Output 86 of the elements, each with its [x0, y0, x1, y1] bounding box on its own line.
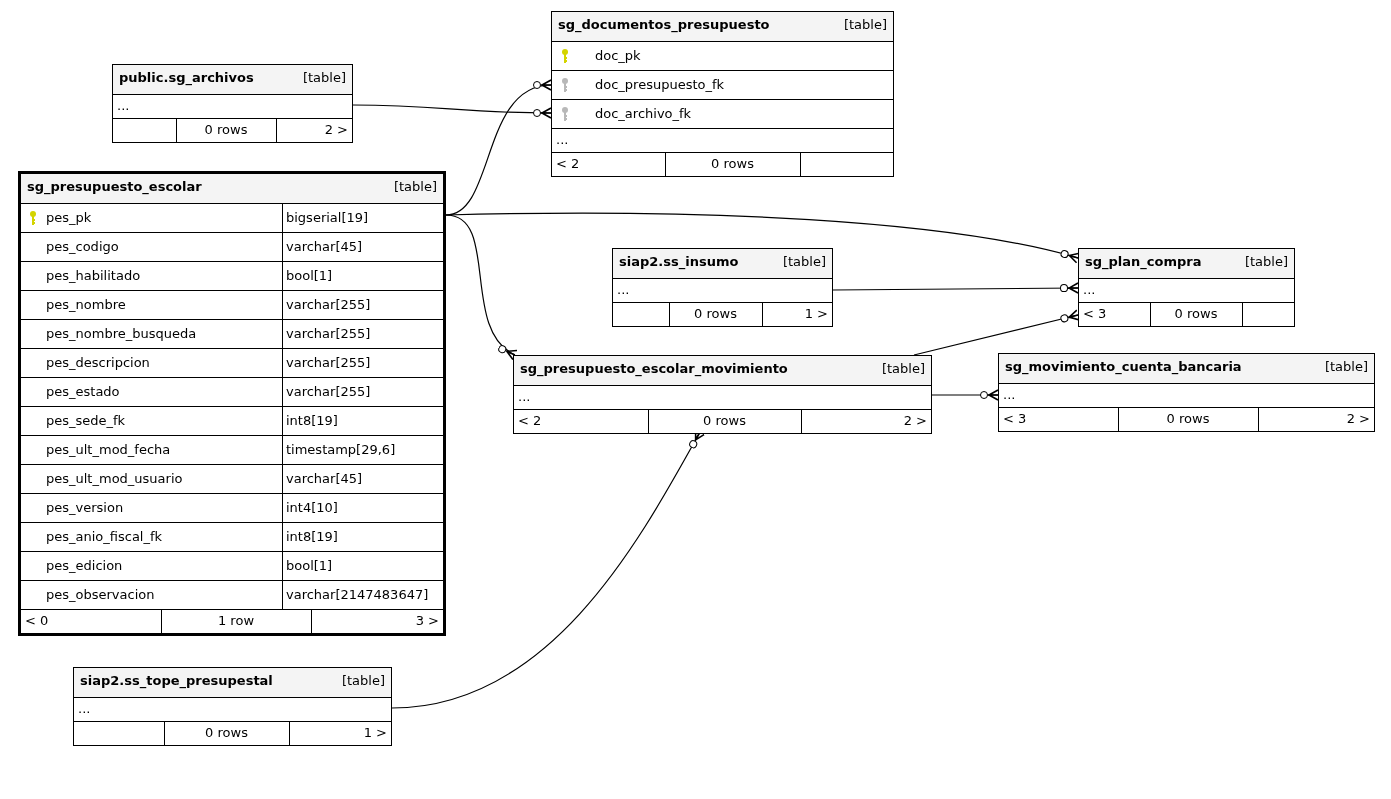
table-name: siap2.ss_tope_presupestal	[80, 672, 273, 689]
column-type: bool[1]	[286, 557, 333, 574]
table-box	[998, 353, 1375, 432]
relationship-line	[445, 214, 519, 360]
table-type-label: [table]	[341, 672, 385, 689]
more-columns-ellipsis: ...	[78, 701, 91, 717]
more-columns-ellipsis: ...	[617, 282, 630, 298]
column-name: pes_nombre_busqueda	[46, 325, 197, 342]
table-type-label: [table]	[302, 69, 346, 86]
row-count: 0 rows	[203, 122, 249, 138]
parent-count: < 3	[1003, 411, 1027, 427]
column-type: varchar[255]	[286, 354, 371, 371]
column-type: varchar[45]	[286, 470, 363, 487]
child-count: 1 >	[363, 725, 387, 741]
column-name: pes_estado	[46, 383, 120, 400]
column-name: pes_codigo	[46, 238, 119, 255]
column-type: int4[10]	[286, 499, 338, 516]
table-name: sg_documentos_presupuesto	[558, 16, 770, 33]
column-name: doc_archivo_fk	[595, 105, 692, 122]
table-name: sg_presupuesto_escolar	[27, 178, 202, 195]
row-count: 0 rows	[693, 306, 738, 322]
table-box	[551, 11, 894, 177]
column-type: timestamp[29,6]	[286, 441, 396, 458]
column-name: doc_presupuesto_fk	[595, 76, 725, 93]
more-columns-ellipsis: ...	[556, 132, 569, 148]
column-name: doc_pk	[595, 47, 641, 64]
table-name: public.sg_archivos	[119, 69, 254, 86]
row-count: 0 rows	[1165, 411, 1211, 427]
column-name: pes_edicion	[46, 557, 123, 574]
column-name: pes_habilitado	[46, 267, 141, 284]
parent-count: < 2	[518, 413, 542, 429]
row-count: 1 row	[216, 613, 256, 629]
child-count: 2 >	[1346, 411, 1370, 427]
relationship-line	[931, 389, 999, 401]
relationship-line	[913, 309, 1080, 356]
relationship-line	[832, 282, 1079, 294]
column-name: pes_pk	[46, 209, 92, 226]
column-type: varchar[45]	[286, 238, 363, 255]
table-type-label: [table]	[393, 178, 437, 195]
table-name: sg_movimiento_cuenta_bancaria	[1005, 358, 1242, 375]
column-type: varchar[255]	[286, 383, 371, 400]
relationship-line	[352, 104, 552, 119]
more-columns-ellipsis: ...	[1003, 387, 1016, 403]
row-count: 0 rows	[702, 413, 747, 429]
row-count: 0 rows	[204, 725, 249, 741]
parent-count: < 2	[556, 156, 580, 172]
table-type-label: [table]	[1244, 253, 1288, 270]
child-count: 2 >	[324, 122, 348, 138]
table-box	[612, 248, 833, 327]
table-box	[513, 355, 932, 434]
table-box	[112, 64, 353, 143]
table-box	[73, 667, 392, 746]
column-type: varchar[255]	[286, 296, 371, 313]
table-box	[18, 171, 446, 636]
table-type-label: [table]	[1324, 358, 1368, 375]
table-name: siap2.ss_insumo	[619, 253, 739, 270]
more-columns-ellipsis: ...	[518, 389, 531, 405]
table-type-label: [table]	[843, 16, 887, 33]
row-count: 0 rows	[1173, 306, 1219, 322]
row-count: 0 rows	[710, 156, 755, 172]
parent-count: < 0	[25, 613, 49, 629]
column-name: pes_ult_mod_usuario	[46, 470, 183, 487]
column-name: pes_nombre	[46, 296, 126, 313]
column-name: pes_ult_mod_fecha	[46, 441, 171, 458]
column-name: pes_sede_fk	[46, 412, 126, 429]
column-name: pes_descripcion	[46, 354, 150, 371]
parent-count: < 3	[1083, 306, 1107, 322]
table-name: sg_plan_compra	[1085, 253, 1202, 270]
child-count: 2 >	[903, 413, 927, 429]
column-type: varchar[2147483647]	[286, 586, 429, 603]
column-type: int8[19]	[286, 412, 338, 429]
column-name: pes_observacion	[46, 586, 155, 603]
table-type-label: [table]	[881, 360, 925, 377]
column-type: bigserial[19]	[286, 209, 369, 226]
column-type: int8[19]	[286, 528, 338, 545]
more-columns-ellipsis: ...	[117, 98, 130, 114]
column-type: bool[1]	[286, 267, 333, 284]
column-name: pes_anio_fiscal_fk	[46, 528, 163, 545]
more-columns-ellipsis: ...	[1083, 282, 1096, 298]
column-name: pes_version	[46, 499, 124, 516]
column-type: varchar[255]	[286, 325, 371, 342]
child-count: 1 >	[804, 306, 828, 322]
table-type-label: [table]	[782, 253, 826, 270]
child-count: 3 >	[415, 613, 439, 629]
table-name: sg_presupuesto_escolar_movimiento	[520, 360, 788, 377]
table-box	[1078, 248, 1295, 327]
